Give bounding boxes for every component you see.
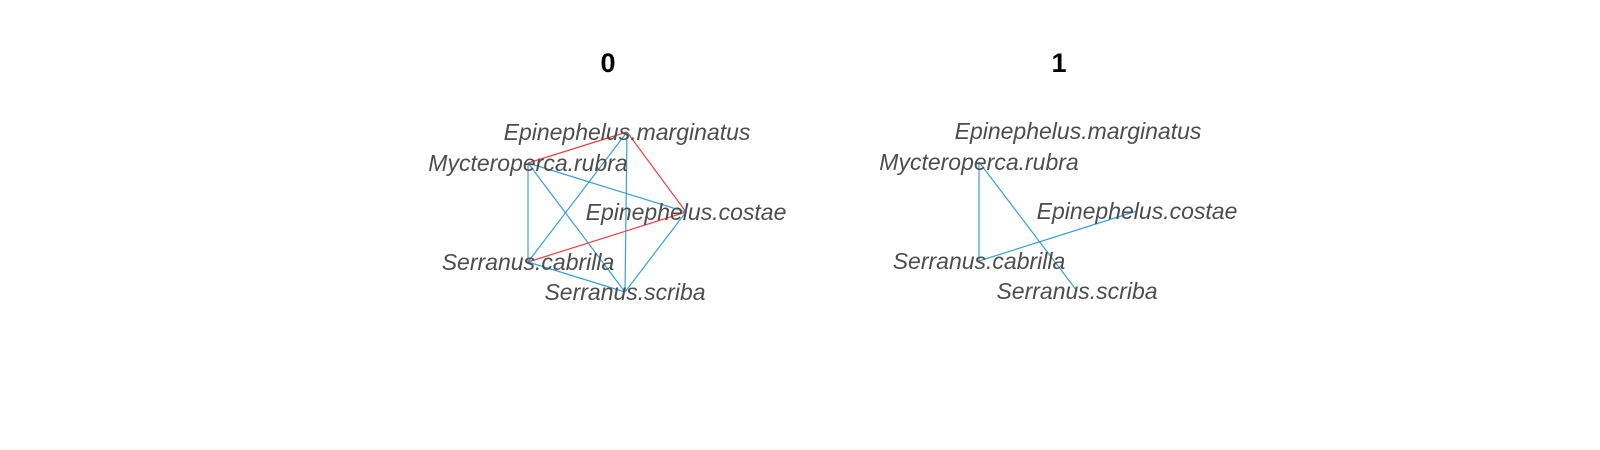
node-label-epinephelus-costae: Epinephelus.costae bbox=[1037, 198, 1238, 224]
node-labels-panel-0: Epinephelus.marginatusMycteroperca.rubra… bbox=[428, 119, 786, 305]
network-panel-0: 0 Epinephelus.marginatusMycteroperca.rub… bbox=[428, 48, 786, 305]
node-label-mycteroperca-rubra: Mycteroperca.rubra bbox=[428, 150, 627, 176]
edge-serranus-cabrilla-to-epinephelus-costae bbox=[527, 211, 687, 263]
node-label-mycteroperca-rubra: Mycteroperca.rubra bbox=[879, 149, 1078, 175]
edges-panel-0 bbox=[527, 131, 687, 293]
node-labels-panel-1: Epinephelus.marginatusMycteroperca.rubra… bbox=[879, 118, 1237, 304]
edge-mycteroperca-rubra-to-epinephelus-marginatus bbox=[527, 131, 628, 164]
edge-serranus-cabrilla-to-epinephelus-costae bbox=[978, 210, 1138, 262]
node-label-epinephelus-costae: Epinephelus.costae bbox=[586, 199, 787, 225]
edges-panel-1 bbox=[978, 161, 1138, 292]
edge-epinephelus-marginatus-to-serranus-cabrilla bbox=[527, 131, 628, 263]
edge-mycteroperca-rubra-to-serranus-scriba bbox=[978, 161, 1078, 292]
node-label-serranus-cabrilla: Serranus.cabrilla bbox=[442, 249, 615, 275]
node-label-serranus-cabrilla: Serranus.cabrilla bbox=[893, 248, 1066, 274]
edge-epinephelus-costae-to-serranus-scriba bbox=[624, 211, 687, 293]
node-label-serranus-scriba: Serranus.scriba bbox=[544, 279, 705, 305]
panel-title-1: 1 bbox=[1051, 48, 1066, 78]
edge-epinephelus-marginatus-to-epinephelus-costae bbox=[626, 131, 687, 213]
edge-mycteroperca-rubra-to-serranus-scriba bbox=[527, 162, 626, 293]
node-label-epinephelus-marginatus: Epinephelus.marginatus bbox=[504, 119, 751, 145]
panel-title-0: 0 bbox=[600, 48, 615, 78]
edge-serranus-cabrilla-to-serranus-scriba bbox=[527, 261, 626, 293]
node-label-epinephelus-marginatus: Epinephelus.marginatus bbox=[955, 118, 1202, 144]
edge-epinephelus-marginatus-to-serranus-scriba bbox=[624, 131, 628, 293]
edge-mycteroperca-rubra-to-epinephelus-costae bbox=[527, 162, 687, 213]
node-label-serranus-scriba: Serranus.scriba bbox=[996, 278, 1157, 304]
network-panel-1: 1 Epinephelus.marginatusMycteroperca.rub… bbox=[879, 48, 1237, 304]
